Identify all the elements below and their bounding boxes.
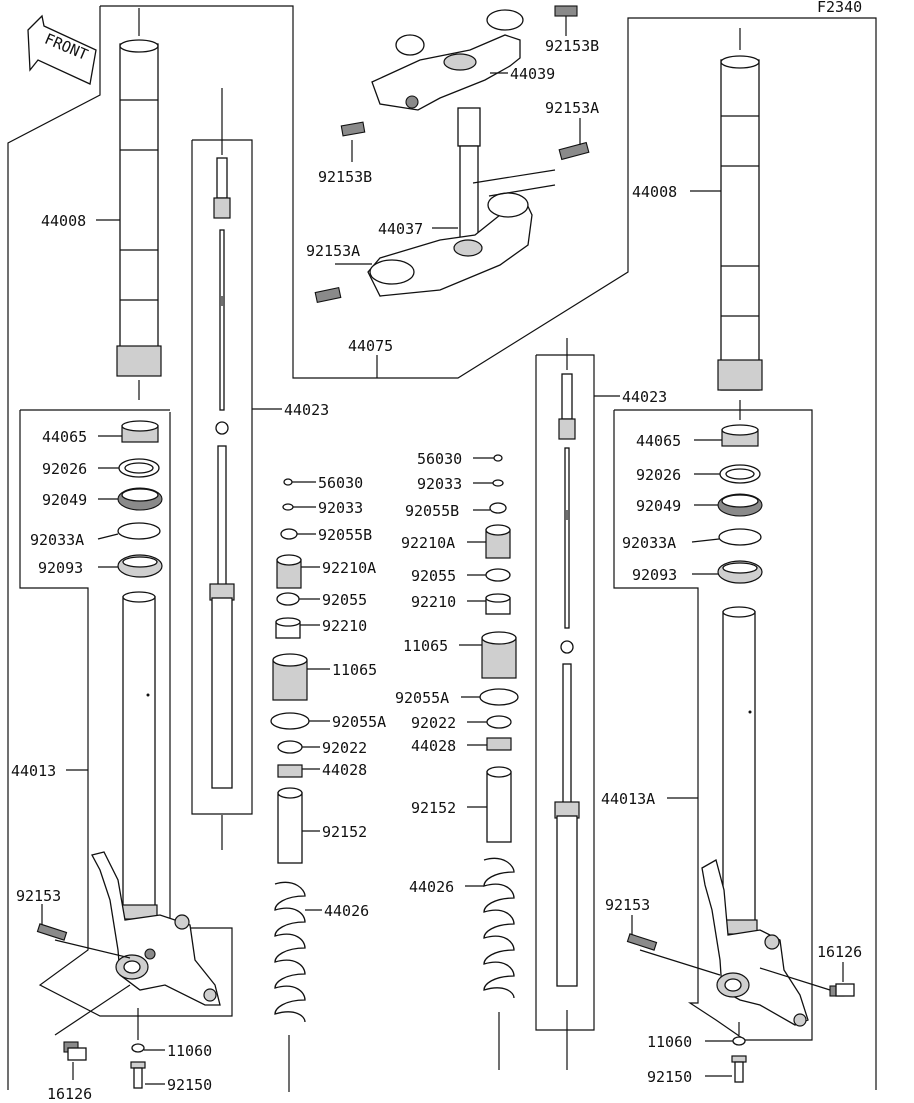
label-44008-right: 44008: [632, 183, 677, 201]
label-44065-left: 44065: [42, 428, 87, 446]
label-11060-right: 11060: [647, 1033, 692, 1051]
left-bolt-92150: [130, 1061, 165, 1089]
figure-code: F2340: [817, 0, 862, 16]
label-11065-right: 11065: [403, 637, 448, 655]
right-fork-seals: [717, 424, 763, 584]
left-fork-inner-tube: [120, 591, 158, 920]
label-92210-left: 92210: [322, 617, 367, 635]
label-44026-left: 44026: [324, 902, 369, 920]
label-92055B-right: 92055B: [405, 502, 459, 520]
middle-right-internals: [479, 454, 519, 1070]
label-92055B-left: 92055B: [318, 526, 372, 544]
label-92152-right: 92152: [411, 799, 456, 817]
label-92049-left: 92049: [42, 491, 87, 509]
left-fork-seals: [117, 420, 163, 578]
right-bolt-92150: [705, 1055, 747, 1083]
left-fork-outer-tube: [116, 8, 162, 400]
stem-lower-clamp-44037: [314, 107, 556, 304]
label-44013: 44013: [11, 762, 56, 780]
label-44013A: 44013A: [601, 790, 655, 808]
right-washer-11060: [705, 1036, 746, 1046]
label-92093-right: 92093: [632, 566, 677, 584]
right-fork-outer-tube: [717, 28, 763, 420]
label-92210A-left: 92210A: [322, 559, 376, 577]
label-44026-right: 44026: [409, 878, 454, 896]
bolt-92153A-upper: [558, 141, 590, 161]
label-44023-right: 44023: [622, 388, 667, 406]
label-92033A-right: 92033A: [622, 534, 676, 552]
label-44037: 44037: [378, 220, 423, 238]
label-92153B-left: 92153B: [318, 168, 372, 186]
label-92153A-left: 92153A: [306, 242, 360, 260]
label-92022-left: 92022: [322, 739, 367, 757]
label-44028-left: 44028: [322, 761, 367, 779]
leader-lines: [66, 16, 722, 911]
label-92210A-right: 92210A: [401, 534, 455, 552]
right-axle-bracket: [639, 859, 831, 1035]
label-92210-right: 92210: [411, 593, 456, 611]
label-44039: 44039: [510, 65, 555, 83]
right-cartridge: [554, 338, 580, 1070]
right-bolt-92153: [626, 915, 658, 951]
label-16126-left: 16126: [47, 1085, 92, 1103]
label-44008-left: 44008: [41, 212, 86, 230]
label-92152-left: 92152: [322, 823, 367, 841]
label-92153-left: 92153: [16, 887, 61, 905]
left-cartridge: [209, 88, 235, 850]
label-92055A-left: 92055A: [332, 713, 386, 731]
label-56030-right: 56030: [417, 450, 462, 468]
label-92150-right: 92150: [647, 1068, 692, 1086]
label-92055-left: 92055: [322, 591, 367, 609]
label-92153B-top: 92153B: [545, 37, 599, 55]
part-number-labels: 44008 44065 92026 92049 92033A 92093 440…: [11, 37, 862, 1103]
label-92153A-top: 92153A: [545, 99, 599, 117]
bolt-92153B-left: [340, 121, 366, 162]
label-92093-left: 92093: [38, 559, 83, 577]
label-56030-left: 56030: [318, 474, 363, 492]
left-bolt-92153: [36, 904, 68, 941]
label-11065-left: 11065: [332, 661, 377, 679]
label-44065-right: 44065: [636, 432, 681, 450]
right-fork-inner-tube: [720, 606, 758, 935]
label-92055-right: 92055: [411, 567, 456, 585]
label-92033A-left: 92033A: [30, 531, 84, 549]
label-44028-right: 44028: [411, 737, 456, 755]
label-92153-right: 92153: [605, 896, 650, 914]
assembly-frame-lines: [7, 5, 877, 1090]
left-bleed-valve-16126: [63, 1041, 87, 1080]
label-92026-right: 92026: [636, 466, 681, 484]
label-92033-right: 92033: [417, 475, 462, 493]
label-16126-right: 16126: [817, 943, 862, 961]
label-92033-left: 92033: [318, 499, 363, 517]
label-92049-right: 92049: [636, 497, 681, 515]
label-44075: 44075: [348, 337, 393, 355]
label-44023-left: 44023: [284, 401, 329, 419]
upper-triple-clamp: [371, 5, 578, 111]
left-axle-bracket: [54, 851, 221, 1040]
label-92150-left: 92150: [167, 1076, 212, 1094]
label-92055A-right: 92055A: [395, 689, 449, 707]
left-washer-11060: [131, 1043, 165, 1053]
front-arrow-icon: FRONT: [27, 14, 97, 85]
label-92026-left: 92026: [42, 460, 87, 478]
middle-left-internals: [270, 478, 310, 1092]
right-bleed-valve-16126: [829, 962, 855, 997]
label-11060-left: 11060: [167, 1042, 212, 1060]
label-92022-right: 92022: [411, 714, 456, 732]
